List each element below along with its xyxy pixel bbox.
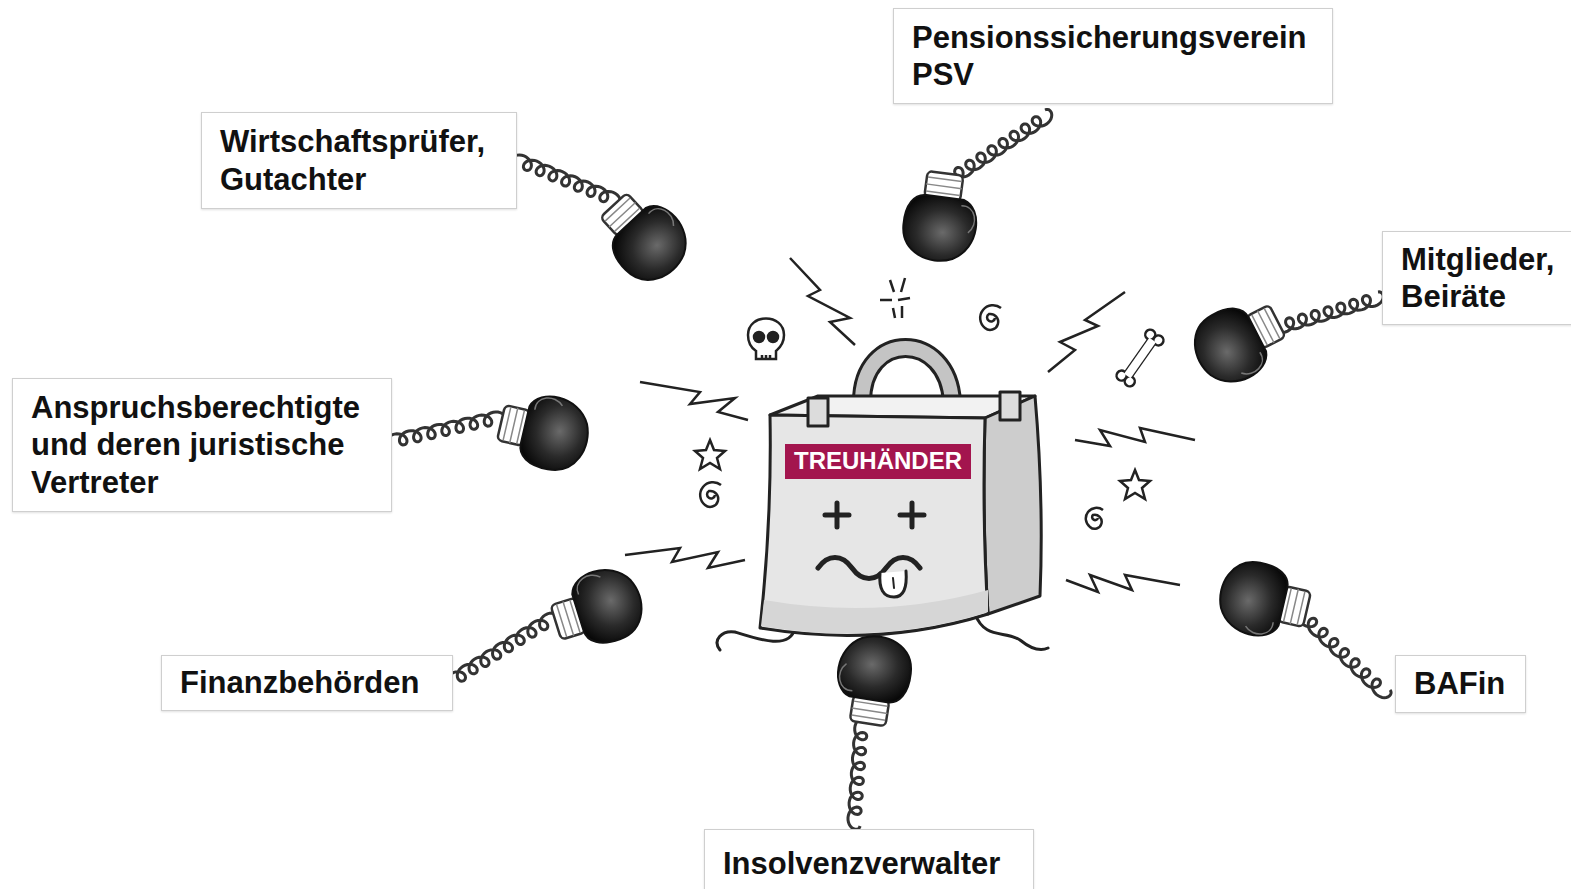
box-label: Anspruchsberechtigte und deren juristisc… (31, 389, 377, 501)
spring (848, 718, 868, 830)
boxing-gloves (385, 109, 1391, 829)
star (1120, 470, 1150, 499)
title-tag: TREUHÄNDER (785, 444, 971, 479)
boxing-glove (545, 561, 650, 656)
bag-figure (717, 348, 1048, 650)
boxing-glove (899, 169, 982, 266)
illustration-part (535, 395, 564, 415)
boxing-glove (493, 386, 595, 476)
spring (944, 109, 1052, 184)
sparkle (880, 278, 910, 318)
spiral (1086, 508, 1103, 529)
box-label: Wirtschaftsprüfer, Gutachter (220, 123, 502, 197)
bag-handle (862, 348, 952, 402)
illustration-part (851, 701, 889, 720)
illustration-part (1183, 301, 1273, 395)
tag-label: TREUHÄNDER (794, 447, 962, 476)
bag-eye (825, 503, 849, 527)
illustration-part (574, 572, 603, 594)
lightning-bolt (790, 258, 855, 345)
bag-leg (975, 614, 1048, 650)
illustration-part (1124, 338, 1156, 379)
boxing-glove (588, 180, 701, 294)
illustration-part (754, 332, 764, 342)
bag-strap (808, 398, 828, 426)
lightning-bolt (625, 548, 745, 568)
bone (1115, 328, 1166, 389)
lightning-bolt (1048, 292, 1125, 372)
illustration-part (925, 177, 963, 196)
boxing-glove (1183, 290, 1294, 394)
spiral (700, 482, 721, 507)
lightning-bolt (1075, 428, 1195, 446)
bag-strap (1000, 392, 1020, 420)
illustration-part (517, 392, 595, 477)
bag-front (760, 415, 988, 635)
stakeholder-box: Finanzbehörden (161, 655, 453, 711)
box-label: BAFin (1414, 665, 1511, 702)
bag-side (984, 396, 1041, 614)
boxing-glove (1213, 555, 1315, 645)
spring (1298, 608, 1391, 698)
star (695, 440, 725, 469)
bag-handle (862, 348, 952, 402)
spring (511, 155, 621, 207)
box-label: Mitglieder, Beiräte (1401, 241, 1567, 315)
boxing-glove (831, 631, 916, 729)
illustration-part (838, 663, 857, 691)
bag-tongue (880, 571, 906, 597)
box-label: Finanzbehörden (180, 664, 438, 701)
illustration-part (568, 561, 650, 649)
spiral (980, 305, 1001, 330)
illustration-part (899, 193, 979, 266)
box-label: Insolvenzverwalter (723, 845, 1019, 882)
illustration-part (1213, 555, 1291, 640)
illustration-part (762, 355, 770, 359)
illustration-part (834, 631, 915, 705)
illustration-part (958, 206, 976, 234)
stakeholder-box: Wirtschaftsprüfer, Gutachter (201, 112, 517, 209)
illustration-part (1124, 338, 1156, 379)
lightning-bolt (1066, 575, 1180, 592)
bag-eye (900, 503, 924, 527)
stakeholder-box: Anspruchsberechtigte und deren juristisc… (12, 378, 392, 512)
stakeholder-box: Insolvenzverwalter (704, 829, 1034, 889)
illustration-part (1237, 352, 1267, 377)
illustration-part (768, 332, 778, 342)
spring (445, 613, 559, 689)
stakeholder-box: Mitglieder, Beiräte (1382, 231, 1571, 325)
illustration-part (604, 197, 700, 293)
stakeholder-box: BAFin (1395, 655, 1526, 713)
bag-shade (761, 590, 988, 633)
box-label: Pensionssicherungsverein PSV (912, 19, 1318, 93)
skull (748, 319, 784, 360)
spring (1273, 292, 1384, 333)
illustration-part (1244, 616, 1273, 636)
illustration-part (648, 203, 677, 232)
lightning-bolt (640, 382, 748, 420)
bag-tongue (893, 578, 894, 588)
illustration-part (748, 319, 784, 360)
stakeholder-box: Pensionssicherungsverein PSV (893, 8, 1333, 104)
spring (385, 412, 506, 448)
